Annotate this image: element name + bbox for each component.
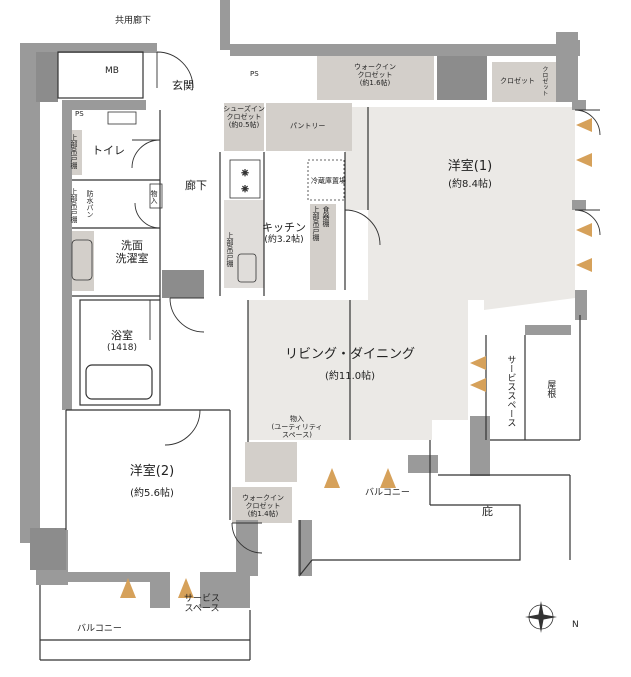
pantry-fill (266, 103, 352, 151)
compass-icon (525, 601, 557, 633)
toilet-upper-cabinet-label: 上部吊戸棚 (70, 134, 79, 169)
western-room-2-label: 洋室(2) (約5.6帖) (120, 464, 184, 499)
utility-sub: (ユーティリティ (271, 423, 323, 432)
kitchen-label: キッチン (約3.2帖) (258, 221, 310, 245)
pantry-label: パントリー (290, 122, 326, 130)
closet-right-fill (492, 62, 556, 102)
living-name: リビング・ダイニング (285, 347, 416, 362)
kitchen-left-cabinet-fill (224, 200, 264, 288)
room-fills (68, 55, 575, 523)
western2-size: (約5.6帖) (130, 487, 174, 499)
closet-label: クロゼット (500, 77, 535, 85)
bathroom-name: 浴室 (111, 329, 133, 342)
bathroom-label: 浴室 (1418) (100, 329, 144, 353)
walls (20, 0, 587, 608)
walkin-bottom-door (231, 522, 263, 554)
entrance-label: 玄関 (172, 79, 194, 92)
toilet-label: トイレ (92, 144, 125, 157)
walkin-bottom-name: ウォークイン (242, 494, 284, 502)
kitchen-name: キッチン (262, 221, 306, 234)
kitchen-size: (約3.2帖) (264, 234, 304, 245)
food-shelf-upper-label: 上部吊戸棚 (312, 206, 321, 241)
compass-n-label: N (572, 620, 579, 630)
kitchen-upper-cabinet-label: 上部吊戸棚 (226, 232, 235, 267)
closet-short-label: クロゼット (540, 66, 548, 96)
western1-name: 洋室(1) (447, 159, 493, 174)
walkin-closet-top-fill (317, 55, 434, 100)
food-shelf-fill (310, 204, 336, 290)
balcony-bottom-label: バルコニー (77, 624, 122, 634)
bathroom-size: (1418) (107, 342, 137, 353)
western2-door (164, 409, 201, 446)
entrance-door (156, 51, 194, 89)
common-corridor-label: 共用廊下 (115, 16, 152, 26)
kitchen-fixtures: ✳ ✳ (71, 111, 345, 283)
washroom-label: 洗面 洗濯室 (108, 239, 156, 265)
svg-text:✳: ✳ (241, 169, 249, 179)
windows (120, 118, 592, 598)
walkin-bottom-name2: クロゼット (245, 502, 281, 511)
storage-small-label: 物入 (150, 190, 159, 204)
walkin-top-name2: クロゼット (357, 71, 393, 80)
shoes-in-closet-label: シューズイン クロゼット (約0.5帖) (222, 105, 266, 129)
food-shelf-label: 食器棚 (322, 206, 331, 227)
ps-left-label: PS (75, 110, 84, 118)
hall-label: 廊下 (185, 179, 207, 192)
utility-name: 物入 (290, 415, 304, 423)
wash-door (134, 202, 161, 229)
western2-name: 洋室(2) (129, 464, 175, 479)
balcony-right-label: バルコニー (365, 488, 410, 498)
western1-door (344, 209, 381, 246)
walkin-top-size: (約1.6帖) (359, 79, 391, 88)
washroom-name: 洗面 (121, 239, 143, 252)
utility-sub2: スペース) (282, 431, 312, 440)
pantry-door (169, 297, 205, 333)
svg-text:✳: ✳ (241, 185, 249, 195)
fridge-label: 冷蔵庫置場 (311, 177, 346, 185)
western1-size: (約8.4帖) (448, 178, 492, 190)
closet-right-door-2 (574, 209, 601, 236)
bousui-label: 防水パン (86, 190, 95, 218)
western-room-1-floor (345, 107, 575, 310)
partitions (39, 51, 581, 661)
service-space-right-label: サービススペース (505, 355, 516, 427)
roof-label: 屋根 (545, 380, 556, 398)
walkin-bottom-label: ウォークイン クロゼット (約1.4帖) (236, 494, 290, 518)
closet-right-door (574, 109, 601, 136)
washroom-name2: 洗濯室 (115, 251, 149, 265)
living-dining-floor (248, 300, 468, 440)
shoes-in-name: シューズイン (223, 105, 265, 113)
walkin-top-name: ウォークイン (354, 63, 396, 71)
shoes-in-name2: クロゼット (226, 113, 262, 122)
walkin-top-label: ウォークイン クロゼット (約1.6帖) (345, 63, 405, 87)
service-bottom-line2: スペース (184, 604, 220, 615)
living-dining-label: リビング・ダイニング (約11.0帖) (285, 347, 415, 382)
living-size: (約11.0帖) (324, 370, 376, 382)
utility-fill (245, 442, 297, 482)
utility-label: 物入 (ユーティリティ スペース) (262, 415, 332, 439)
wash-upper-cabinet-label: 上部吊戸棚 (70, 188, 79, 223)
walkin-bottom-size: (約1.4帖) (247, 510, 279, 519)
shoes-in-size: (約0.5帖) (228, 121, 260, 130)
walkin-closet-bottom-fill (232, 487, 292, 523)
eaves-label: 庇 (482, 505, 493, 518)
service-bottom-line1: サービス (183, 594, 220, 604)
toilet-door (131, 139, 161, 169)
mb-label: MB (105, 66, 119, 76)
shoes-in-fill (224, 103, 264, 151)
western-room-1-label: 洋室(1) (約8.4帖) (435, 159, 505, 190)
doors (131, 51, 601, 554)
ps-top-label: PS (250, 70, 259, 78)
service-space-bottom-label: サービス スペース (172, 594, 232, 615)
